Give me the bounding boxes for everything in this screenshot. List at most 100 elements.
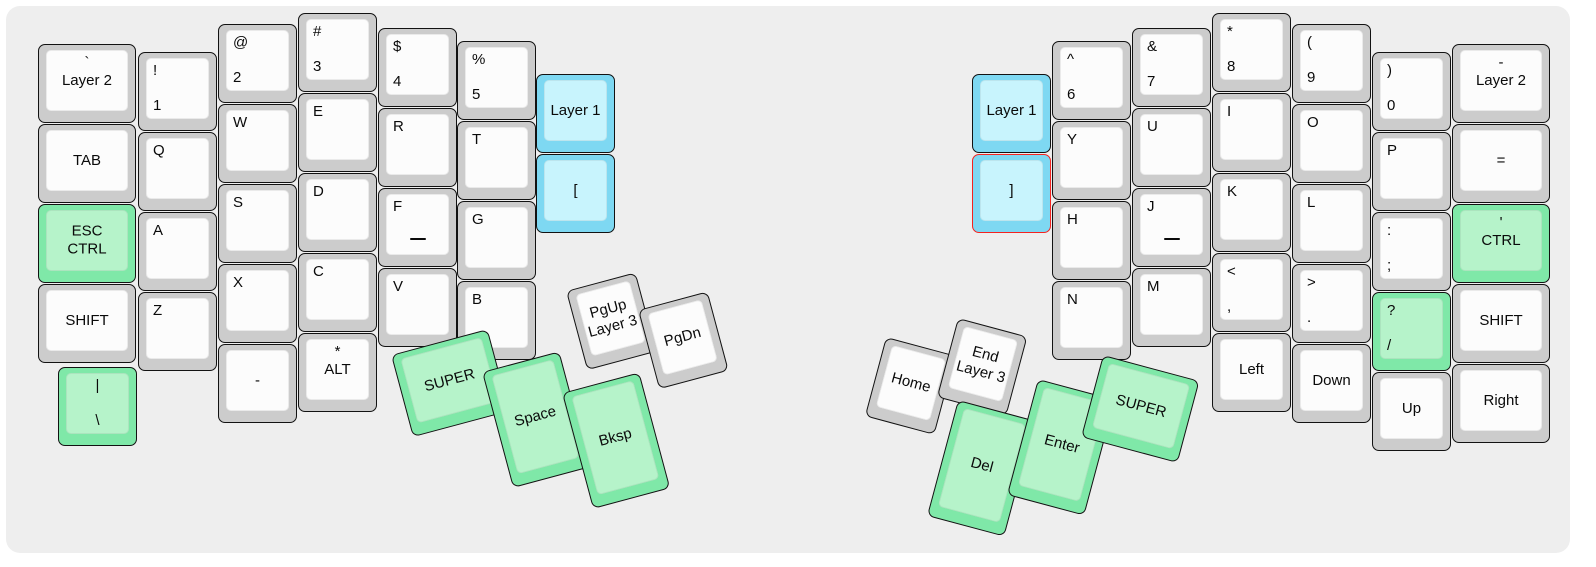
- key-period[interactable]: >.: [1292, 264, 1371, 343]
- key-shift[interactable]: SHIFT: [38, 284, 136, 363]
- key-cap: W: [226, 110, 289, 171]
- key-alt[interactable]: *ALT: [298, 333, 377, 412]
- key-legend: P: [1387, 142, 1398, 159]
- key-cap: %5: [465, 47, 528, 108]
- key-cap: (9: [1300, 30, 1363, 91]
- key-t[interactable]: T: [457, 121, 536, 200]
- key-cap: Space: [491, 359, 580, 475]
- key-e[interactable]: E: [298, 93, 377, 172]
- key-legend: G: [472, 211, 484, 228]
- key-o[interactable]: O: [1292, 104, 1371, 183]
- key-right[interactable]: Right: [1452, 364, 1550, 443]
- key-legend: 3: [313, 58, 322, 76]
- key-slash[interactable]: ?/: [1372, 292, 1451, 371]
- key-layer1-left[interactable]: Layer 1: [536, 74, 615, 153]
- key-x[interactable]: X: [218, 264, 297, 343]
- key-a[interactable]: A: [138, 212, 217, 291]
- key-3-hash[interactable]: #3: [298, 13, 377, 92]
- key-r[interactable]: R: [378, 108, 457, 187]
- key-pipe-backslash[interactable]: |\: [58, 367, 137, 446]
- key-i[interactable]: I: [1212, 93, 1291, 172]
- key-esc-ctrl[interactable]: ESC CTRL: [38, 204, 136, 283]
- key-8-star[interactable]: *8: [1212, 13, 1291, 92]
- key-equal[interactable]: =: [1452, 124, 1550, 203]
- key-legend: .: [1307, 309, 1312, 327]
- key-legend: <: [1227, 263, 1236, 280]
- key-cap: X: [226, 270, 289, 331]
- key-n[interactable]: N: [1052, 281, 1131, 360]
- key-y[interactable]: Y: [1052, 121, 1131, 200]
- key-bracket-right[interactable]: ]: [972, 154, 1051, 233]
- key-cap: [: [544, 160, 607, 221]
- key-p[interactable]: P: [1372, 132, 1451, 211]
- key-left[interactable]: Left: [1212, 333, 1291, 412]
- key-cap: #3: [306, 19, 369, 80]
- key-6-caret[interactable]: ^6: [1052, 41, 1131, 120]
- key-legend: N: [1067, 291, 1078, 308]
- key-cap: Bksp: [571, 380, 660, 496]
- key-j[interactable]: J: [1132, 188, 1211, 267]
- key-legend: :: [1387, 222, 1392, 239]
- key-k[interactable]: K: [1212, 173, 1291, 252]
- key-0-rparen[interactable]: )0: [1372, 52, 1451, 131]
- key-legend: &: [1147, 38, 1158, 55]
- key-d[interactable]: D: [298, 173, 377, 252]
- key-cap: H: [1060, 207, 1123, 268]
- key-legend: %: [472, 51, 486, 68]
- key-cap: M: [1140, 274, 1203, 335]
- key-legend: /: [1387, 337, 1392, 355]
- key-cap: D: [306, 179, 369, 240]
- key-legend: Down: [1312, 371, 1351, 389]
- key-v[interactable]: V: [378, 268, 457, 347]
- key-bracket-left[interactable]: [: [536, 154, 615, 233]
- key-up[interactable]: Up: [1372, 372, 1451, 451]
- key-g[interactable]: G: [457, 201, 536, 280]
- key-c[interactable]: C: [298, 253, 377, 332]
- key-1-exclam[interactable]: !1: [138, 52, 217, 131]
- key-quote-ctrl[interactable]: 'CTRL: [1452, 204, 1550, 283]
- key-legend: \: [95, 412, 100, 430]
- key-q[interactable]: Q: [138, 132, 217, 211]
- key-legend: U: [1147, 118, 1158, 135]
- key-tab[interactable]: TAB: [38, 124, 136, 203]
- key-cap: J: [1140, 194, 1203, 255]
- key-w[interactable]: W: [218, 104, 297, 183]
- key-legend: L: [1307, 194, 1316, 211]
- key-legend: [: [573, 181, 578, 199]
- key-legend: D: [313, 183, 324, 200]
- key-cap: SUPER: [1091, 362, 1191, 450]
- key-grave-layer2[interactable]: `Layer 2: [38, 44, 136, 123]
- key-down[interactable]: Down: [1292, 344, 1371, 423]
- key-cap: *8: [1220, 19, 1283, 80]
- key-b[interactable]: B: [457, 281, 536, 360]
- key-z[interactable]: Z: [138, 292, 217, 371]
- key-cap: SHIFT: [46, 290, 128, 351]
- key-legend: Layer 2: [1475, 71, 1527, 89]
- key-u[interactable]: U: [1132, 108, 1211, 187]
- key-cap: <,: [1220, 259, 1283, 320]
- key-s[interactable]: S: [218, 184, 297, 263]
- key-2-at[interactable]: @2: [218, 24, 297, 103]
- key-comma[interactable]: <,: [1212, 253, 1291, 332]
- key-cap: @2: [226, 30, 289, 91]
- key-cap: Down: [1300, 350, 1363, 411]
- key-shift-right[interactable]: SHIFT: [1452, 284, 1550, 363]
- key-cap: =: [1460, 130, 1542, 191]
- key-legend: PgDn: [662, 323, 703, 351]
- key-m[interactable]: M: [1132, 268, 1211, 347]
- key-7-amp[interactable]: &7: [1132, 28, 1211, 107]
- key-h[interactable]: H: [1052, 201, 1131, 280]
- key-legend: *: [1227, 23, 1233, 40]
- key-legend: 9: [1307, 69, 1316, 87]
- key-cap: F: [386, 194, 449, 255]
- key-9-lparen[interactable]: (9: [1292, 24, 1371, 103]
- key-f[interactable]: F: [378, 188, 457, 267]
- key-l[interactable]: L: [1292, 184, 1371, 263]
- key-minus[interactable]: -: [218, 344, 297, 423]
- key-layer1-right[interactable]: Layer 1: [972, 74, 1051, 153]
- key-cap: -Layer 2: [1460, 50, 1542, 111]
- key-semicolon[interactable]: :;: [1372, 212, 1451, 291]
- key-5-percent[interactable]: %5: [457, 41, 536, 120]
- key-4-dollar[interactable]: $4: [378, 28, 457, 107]
- key-minus-layer2[interactable]: -Layer 2: [1452, 44, 1550, 123]
